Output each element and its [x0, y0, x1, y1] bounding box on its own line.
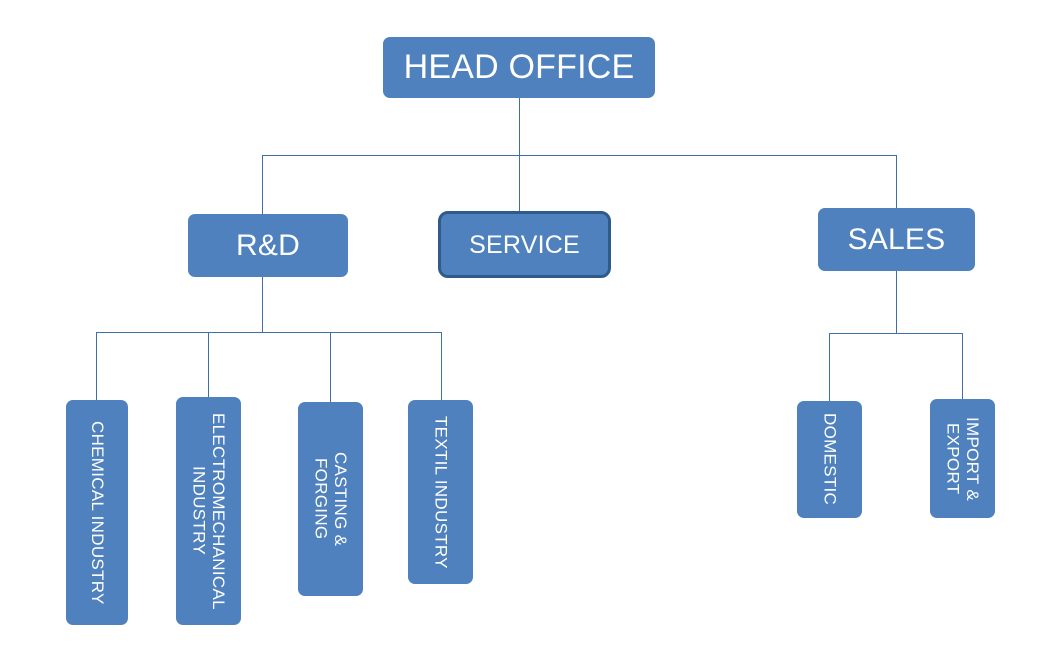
node-casting-forging-label: CASTING & FORGING	[311, 451, 351, 547]
node-casting-forging[interactable]: CASTING & FORGING	[298, 402, 363, 596]
node-sales[interactable]: SALES	[818, 208, 975, 271]
node-textil-industry-label: TEXTIL INDUSTRY	[431, 415, 451, 569]
node-domestic[interactable]: DOMESTIC	[797, 401, 862, 518]
connector-drop-electromechanical	[208, 332, 209, 397]
node-rd[interactable]: R&D	[188, 214, 348, 277]
node-rd-label: R&D	[236, 228, 300, 262]
connector-drop-domestic	[829, 333, 830, 401]
node-head-office-label: HEAD OFFICE	[403, 48, 635, 87]
connector-level2-bus	[262, 155, 896, 156]
node-electromechanical-industry[interactable]: ELECTROMECHANICAL INDUSTRY	[176, 397, 241, 625]
connector-sales-stem	[896, 271, 897, 333]
node-service-label: SERVICE	[469, 230, 580, 259]
connector-drop-textil	[441, 332, 442, 400]
node-chemical-industry-label: CHEMICAL INDUSTRY	[87, 420, 107, 605]
node-sales-label: SALES	[847, 222, 946, 256]
connector-sales-bus	[829, 333, 962, 334]
connector-rd-bus	[96, 332, 442, 333]
connector-drop-casting	[330, 332, 331, 402]
node-import-export-label: IMPORT & EXPORT	[943, 416, 983, 501]
node-chemical-industry[interactable]: CHEMICAL INDUSTRY	[66, 400, 128, 625]
node-import-export[interactable]: IMPORT & EXPORT	[930, 399, 995, 518]
connector-rd-stem	[262, 277, 263, 332]
node-head-office[interactable]: HEAD OFFICE	[383, 37, 655, 98]
connector-head-office-stem	[519, 98, 520, 155]
connector-drop-rd	[262, 155, 263, 214]
node-domestic-label: DOMESTIC	[820, 413, 840, 506]
node-service[interactable]: SERVICE	[438, 211, 611, 278]
connector-drop-import-export	[962, 333, 963, 399]
connector-drop-service	[519, 155, 520, 211]
node-textil-industry[interactable]: TEXTIL INDUSTRY	[408, 400, 473, 584]
node-electromechanical-industry-label: ELECTROMECHANICAL INDUSTRY	[189, 412, 229, 610]
connector-drop-chemical	[96, 332, 97, 400]
connector-drop-sales	[896, 155, 897, 208]
